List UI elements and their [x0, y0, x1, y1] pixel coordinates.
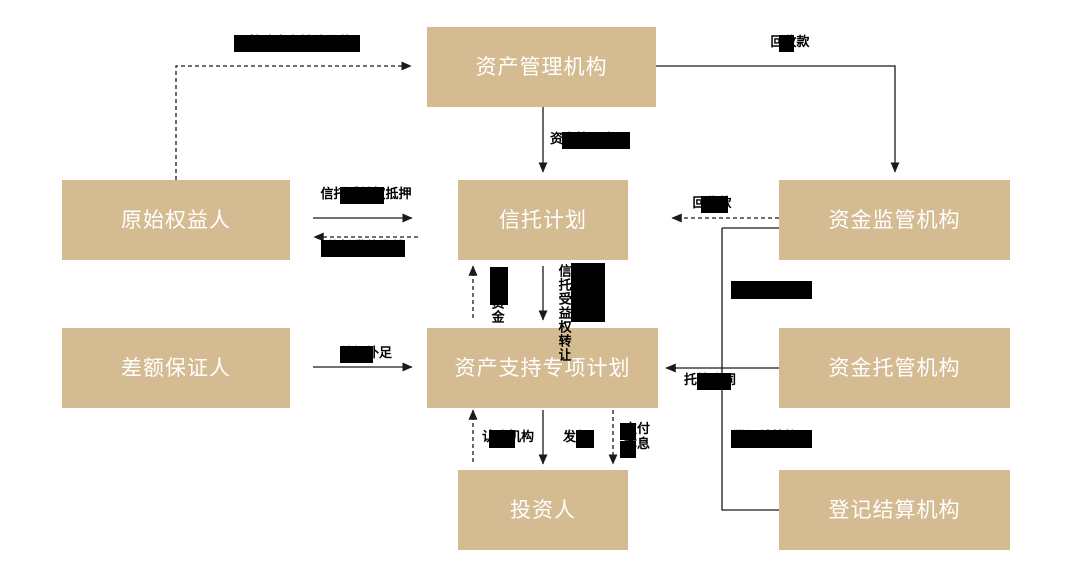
node-originator[interactable]: 原始权益人 [62, 180, 290, 260]
redaction-block [731, 281, 812, 299]
node-trust-plan[interactable]: 信托计划 [458, 180, 628, 260]
redaction-block [489, 430, 515, 448]
redaction-block [779, 35, 794, 52]
node-difference-guarantor[interactable]: 差额保证人 [62, 328, 290, 408]
node-label: 资金托管机构 [828, 355, 961, 380]
node-label: 资产支持专项计划 [454, 355, 631, 380]
redaction-block [731, 430, 812, 448]
node-label: 资产管理机构 [475, 54, 608, 79]
redaction-block [571, 263, 605, 322]
node-registry-clearing[interactable]: 登记结算机构 [779, 470, 1010, 550]
redaction-block [701, 196, 728, 213]
wire-originator-to-asset-manager [175, 61, 412, 180]
edge-label-trust-beneficiary-transfer: 信托受益权转让 [555, 264, 571, 362]
redaction-block [340, 346, 373, 363]
redaction-block [576, 430, 594, 448]
node-label: 差额保证人 [121, 355, 231, 380]
node-abs-special-plan[interactable]: 资产支持专项计划 [427, 328, 658, 408]
wire-asset-manager-to-fund-supervisor [656, 65, 900, 173]
label-text: 信托受益权转让 [555, 264, 571, 362]
redaction-block [490, 267, 508, 305]
redaction-block [321, 240, 405, 257]
node-label: 登记结算机构 [828, 497, 961, 522]
redaction-block [234, 35, 360, 52]
node-label: 原始权益人 [121, 207, 231, 232]
wire-right-trunk [721, 228, 779, 511]
node-investor[interactable]: 投资人 [458, 470, 628, 550]
redaction-block [620, 423, 636, 440]
node-label: 资金监管机构 [828, 207, 961, 232]
node-asset-manager[interactable]: 资产管理机构 [427, 27, 656, 107]
node-label: 信托计划 [499, 207, 587, 232]
node-fund-custodian[interactable]: 资金托管机构 [779, 328, 1010, 408]
redaction-block [697, 373, 731, 390]
redaction-block [562, 132, 630, 149]
redaction-block [620, 441, 636, 458]
node-label: 投资人 [510, 497, 576, 522]
node-fund-supervisor[interactable]: 资金监管机构 [779, 180, 1010, 260]
redaction-block [340, 187, 384, 204]
